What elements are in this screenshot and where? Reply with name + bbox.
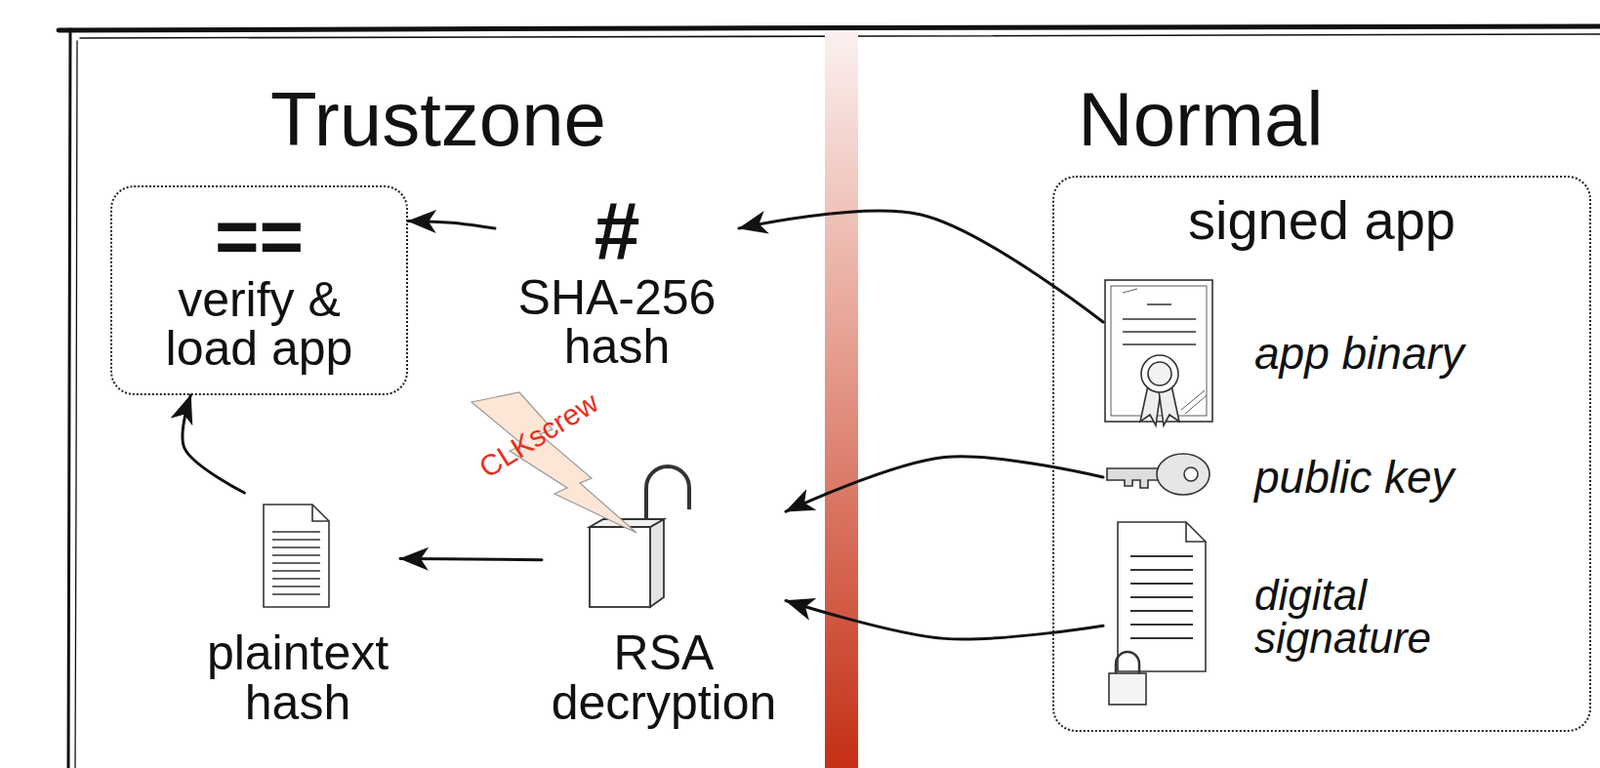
frame [58, 26, 1600, 768]
crypto-step: RSA decryption [541, 473, 786, 729]
connector-arrow [738, 210, 1104, 323]
connector-arrow [182, 395, 245, 493]
region-title: Normal [1077, 81, 1323, 158]
package-item: app binary [1103, 275, 1572, 432]
package-item: digital signature [1103, 521, 1572, 712]
connector-arrow [408, 221, 495, 229]
connector-arrow [785, 456, 1104, 512]
region-title: Trustzone [270, 81, 607, 158]
node-text: plaintext hash [198, 628, 399, 729]
attack-label: CLKscrew [474, 387, 604, 484]
key-icon [1107, 453, 1210, 495]
connector-arrow [400, 558, 542, 560]
node-text: # [594, 195, 641, 270]
node-text: RSA decryption [544, 628, 784, 729]
node-text: SHA-256 hash [499, 273, 735, 371]
app-package-box: signed app app binary public key digital si… [1052, 175, 1592, 733]
process-box: == verify & load app [110, 185, 409, 396]
certificate-icon [1105, 280, 1213, 426]
package-item: public key [1103, 443, 1572, 512]
divider-bar [824, 31, 859, 768]
node-text: digital signature [1254, 574, 1470, 658]
signed-document-icon [1108, 522, 1206, 705]
padlock-icon [589, 466, 690, 608]
document-icon [263, 504, 329, 608]
crypto-step: plaintext hash [195, 492, 401, 729]
node-text: signed app [1188, 193, 1456, 248]
hash-step: #SHA-256 hash [494, 185, 739, 381]
node-text: verify & load app [142, 275, 377, 373]
node-text: app binary [1254, 330, 1465, 376]
node-text: == [214, 207, 304, 266]
node-text: public key [1254, 454, 1455, 500]
connector-arrow [785, 601, 1104, 641]
